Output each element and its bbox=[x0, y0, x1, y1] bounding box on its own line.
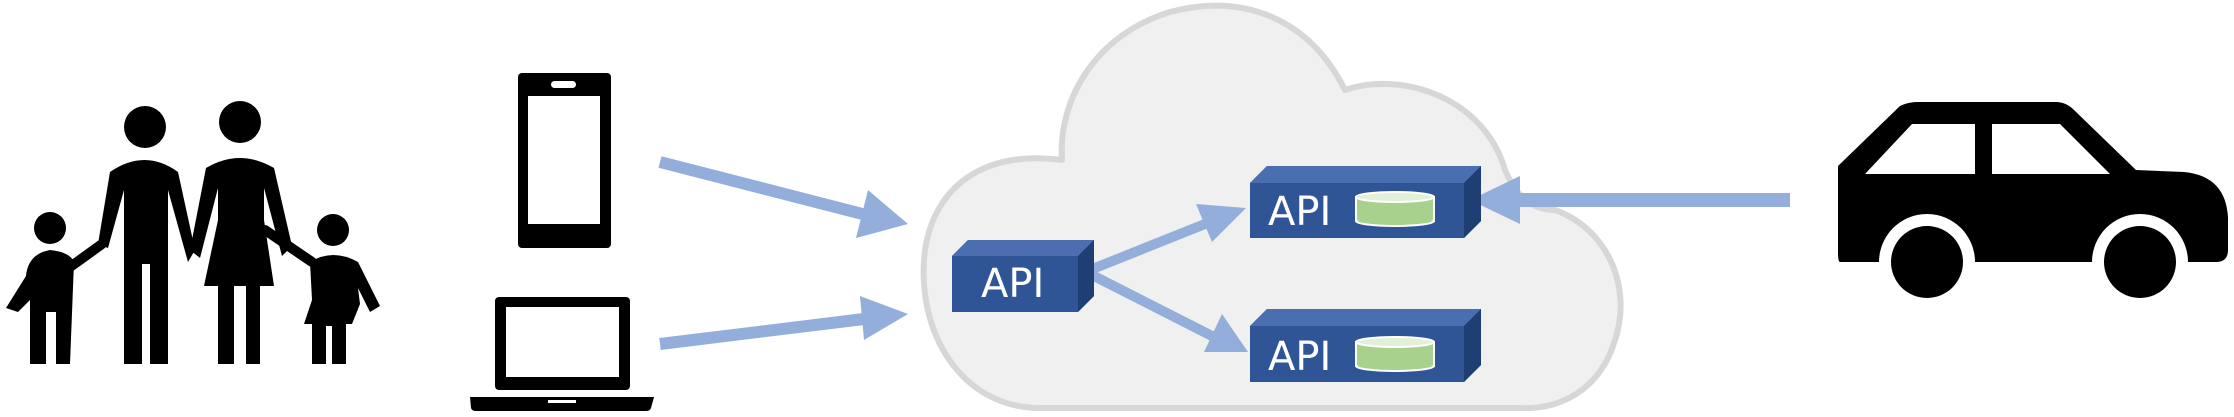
smartphone-icon bbox=[518, 73, 611, 248]
adult-father bbox=[98, 106, 195, 364]
arrow-phone-to-api bbox=[658, 156, 908, 238]
api-box-service-bottom: API bbox=[1250, 309, 1481, 382]
database-icon bbox=[1355, 191, 1435, 227]
arrows bbox=[658, 156, 1790, 352]
child-right bbox=[304, 214, 380, 364]
api-service-bottom-label: API bbox=[1268, 334, 1331, 380]
arrow-car-to-top-service bbox=[1470, 176, 1790, 224]
arrow-api-to-top-service bbox=[1088, 204, 1246, 275]
car-icon bbox=[1838, 102, 2228, 310]
api-service-top-label: API bbox=[1268, 189, 1331, 235]
api-gateway-label: API bbox=[981, 261, 1044, 307]
child-left bbox=[6, 212, 107, 364]
arrow-laptop-to-api bbox=[659, 296, 908, 350]
arrow-api-to-bottom-service bbox=[1087, 269, 1248, 352]
database-icon bbox=[1355, 336, 1435, 372]
laptop-icon bbox=[470, 297, 654, 411]
api-box-service-top: API bbox=[1250, 166, 1481, 238]
adult-mother bbox=[190, 101, 317, 364]
api-box-gateway: API bbox=[952, 240, 1094, 312]
family-icon bbox=[6, 101, 380, 364]
